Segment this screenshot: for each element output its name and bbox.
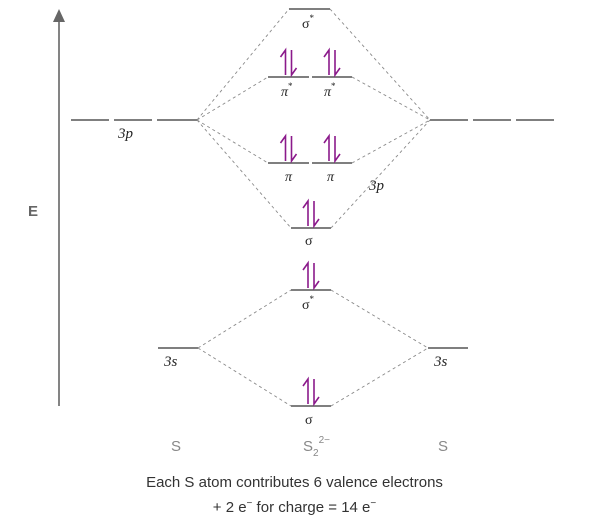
pi-1-label: π [285,170,293,185]
pi-star-1-spin-up [279,47,287,75]
sigma-star-3s-label: σ* [302,294,315,313]
left-3s-label: 3s [163,354,178,370]
molecule-symbol: S [303,438,313,455]
pi-1-electron-pair [279,133,298,164]
molecule-subscript: 2 [313,448,319,459]
sigma-3s-spin-up [302,376,309,404]
sigma-star-3s-spin-down [313,263,320,291]
pi-star-2-electron-pair [323,47,341,78]
sigma-2p-label: σ [305,234,313,249]
pi-star-1-label: π* [281,81,293,100]
left-3p-label: 3p [117,126,134,142]
left-atom-label: S [171,438,181,455]
sigma-3s-electron-pair [302,376,320,407]
sigma-star-2p-label: σ* [302,13,315,32]
energy-axis-arrowhead [53,9,65,22]
pi-star-2-spin-down [334,50,341,78]
caption-line-1: Each S atom contributes 6 valence electr… [146,474,443,491]
sigma-3s-spin-down [313,379,320,407]
right-3s-label: 3s [433,354,448,370]
right-atom-label: S [438,438,448,455]
pi-2-label: π [327,170,335,185]
pi-1-spin-down [290,136,298,164]
right-3p-label: 3p [368,178,385,194]
pi-star-1-electron-pair [279,47,298,78]
pi-star-2-spin-up [323,47,330,75]
caption-line-2-sup: − [246,498,253,509]
sigma-2p-spin-up [302,198,309,226]
caption: Each S atom contributes 6 valence electr… [0,472,589,518]
molecule-charge: 2− [319,435,331,446]
energy-axis-label: E [28,203,38,220]
pi-2-spin-down [334,136,341,164]
correlation-lines [196,8,431,407]
pi-star-2-label: π* [324,81,336,100]
molecule-label: S22− [303,435,330,459]
sigma-2p-spin-down [313,201,320,229]
pi-2-spin-up [323,133,330,161]
sigma-2p-electron-pair [302,198,320,229]
pi-1-spin-up [279,133,287,161]
caption-line-2-sup2: − [370,498,377,509]
caption-line-2: + 2 e− for charge = 14 e− [0,493,589,518]
caption-line-2-prefix: + 2 e [212,499,247,516]
caption-line-2-middle: for charge = 14 e [252,499,371,516]
sigma-star-3s-electron-pair [302,260,320,291]
sigma-3s-label: σ [305,413,313,428]
molecular-orbitals: σ* π* π* π π σ σ* σ [268,8,352,428]
sigma-star-3s-spin-up [302,260,309,288]
pi-star-1-spin-down [290,50,298,78]
pi-2-electron-pair [323,133,341,164]
